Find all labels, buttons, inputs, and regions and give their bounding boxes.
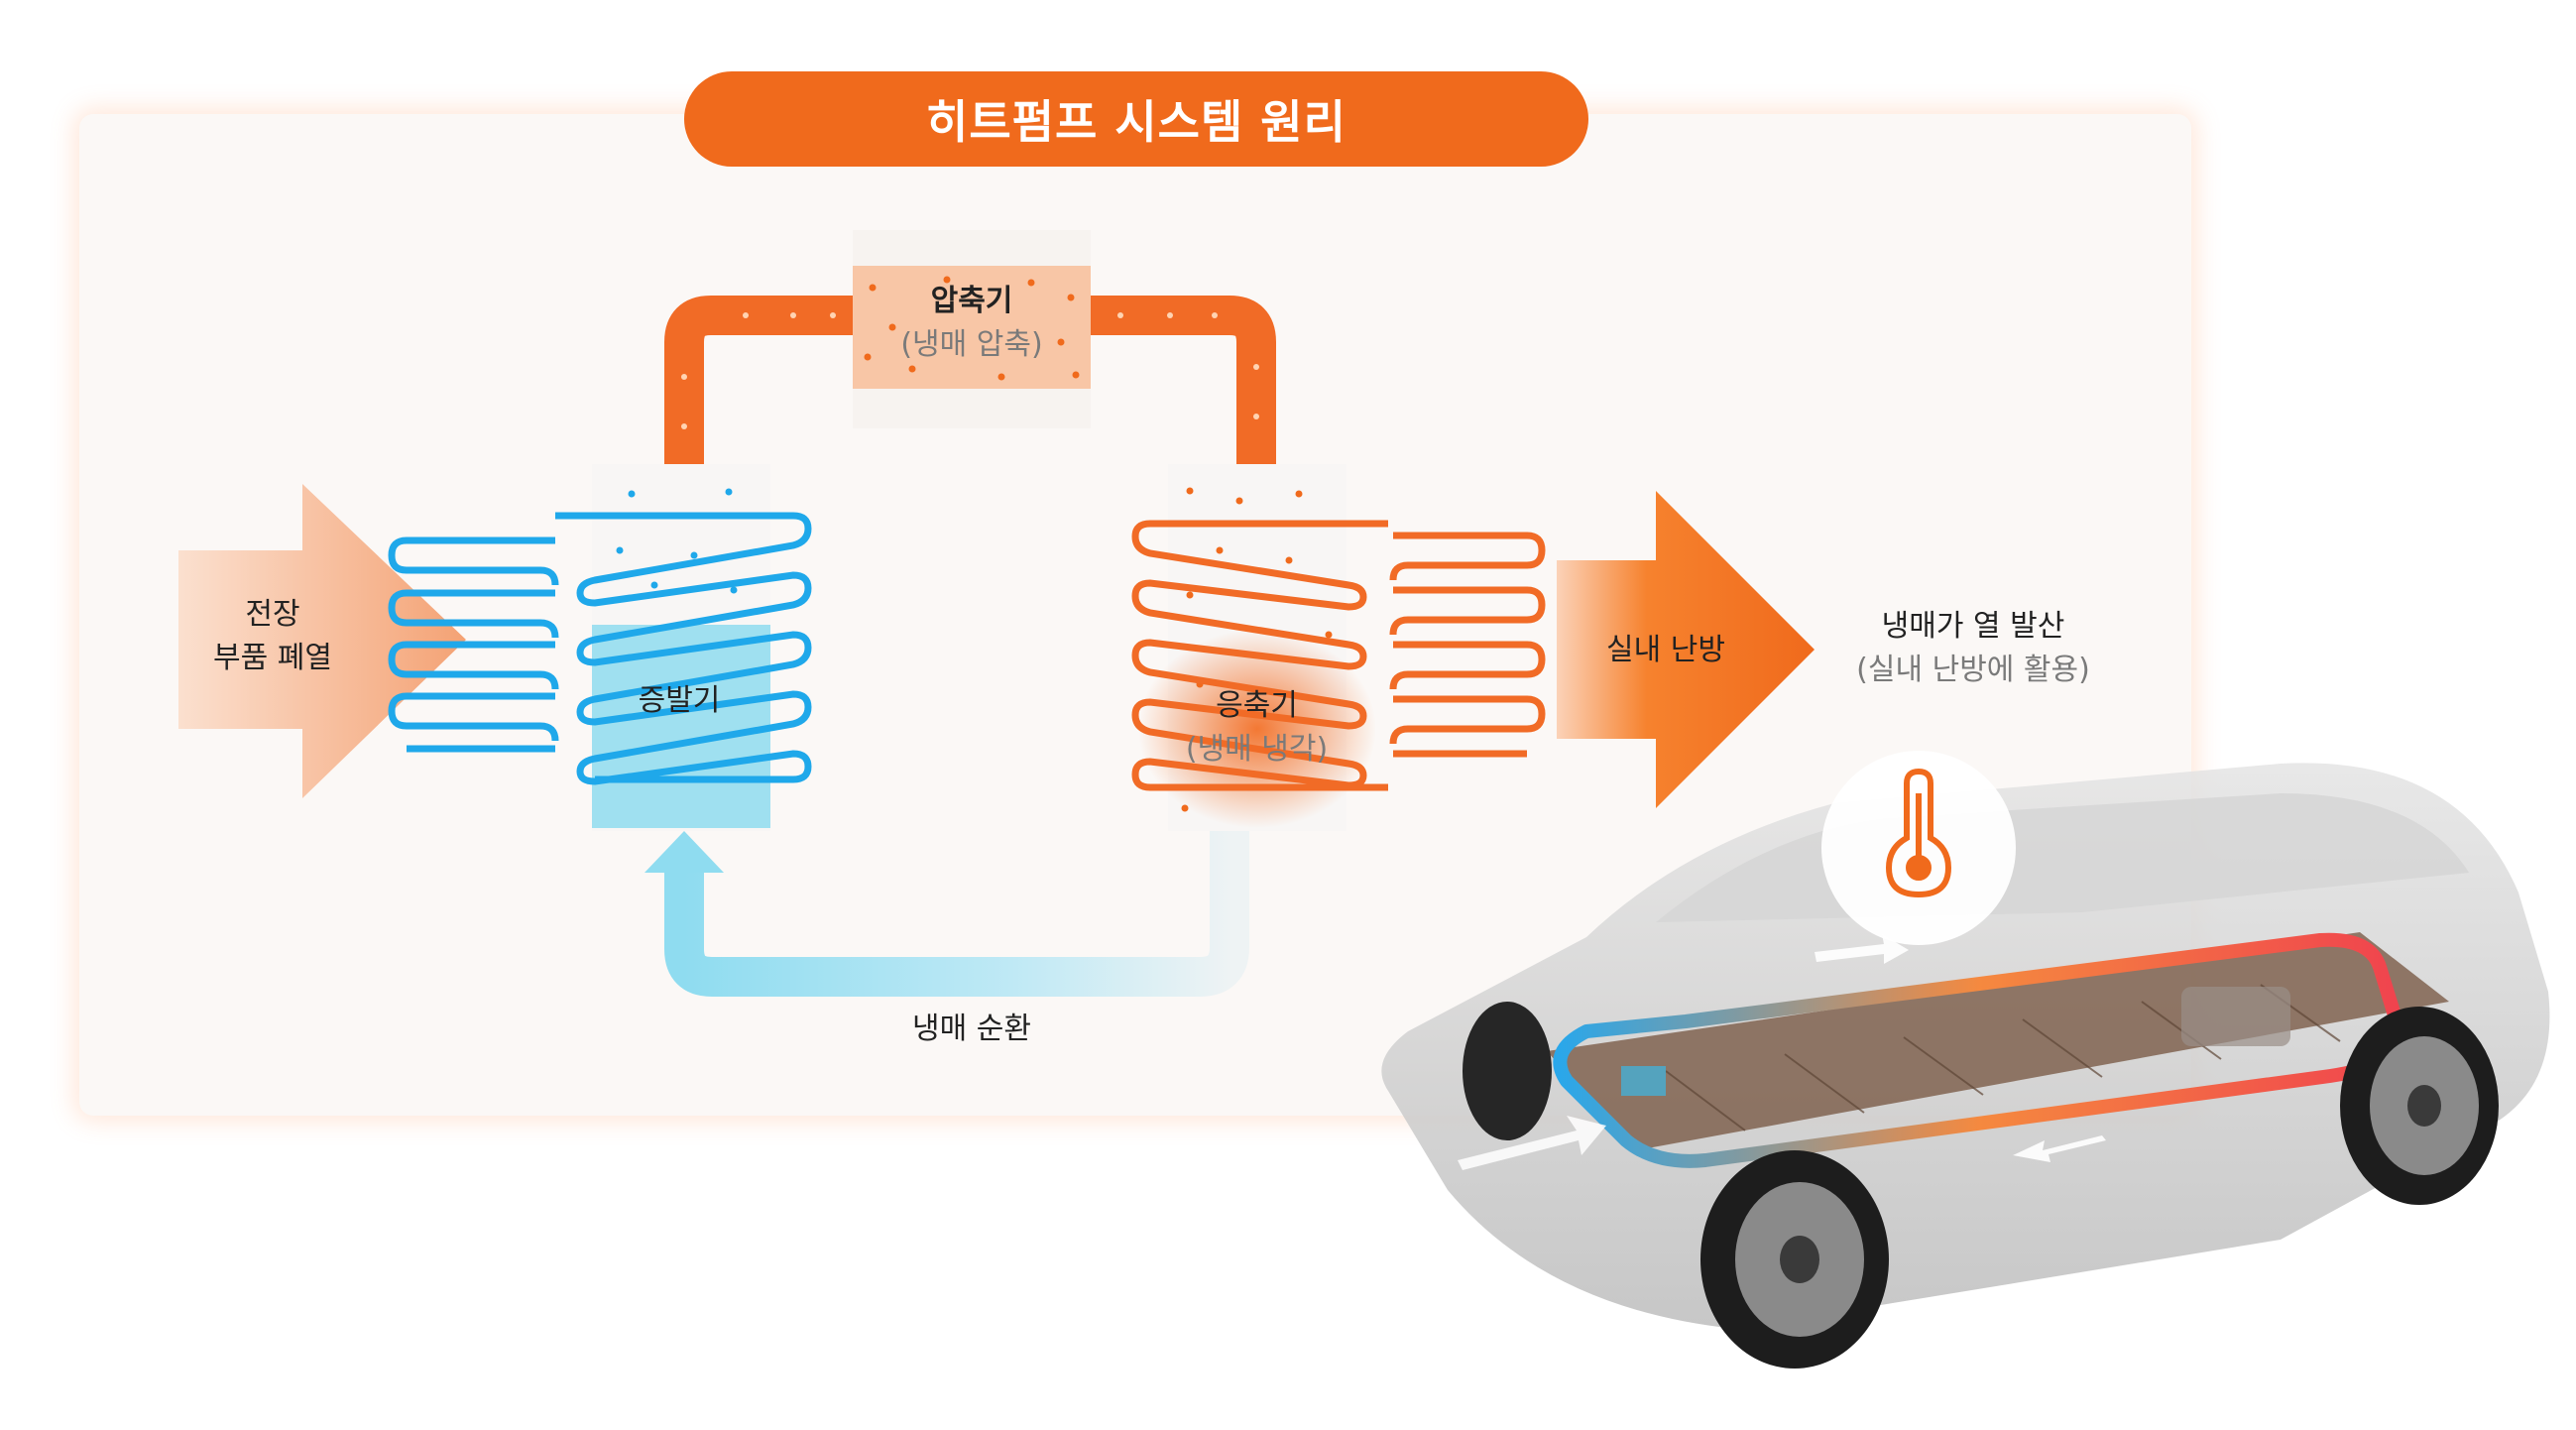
- thermometer-icon: [1885, 768, 1952, 898]
- output-heat-arrow: [1557, 491, 1815, 808]
- condenser-label: 응축기 (냉매 냉각): [1170, 684, 1344, 772]
- input-heat-line1: 전장: [245, 597, 300, 632]
- compressor-name: 압축기: [930, 284, 1013, 318]
- input-heat-arrow: [178, 484, 466, 798]
- heat-release-desc: (실내 난방에 활용): [1856, 653, 2090, 687]
- rear-wheel: [2340, 1007, 2499, 1205]
- pipe-return: [664, 828, 1249, 997]
- left-front-wheel: [1463, 1002, 1552, 1140]
- pipe-dots: [681, 312, 1259, 429]
- condenser-spiral: [1131, 520, 1388, 791]
- compressor-label: 압축기 (냉매 압축): [873, 280, 1071, 367]
- input-heat-line2: 부품 폐열: [213, 641, 332, 675]
- return-arrow-head: [644, 831, 724, 873]
- input-heat-label: 전장 부품 폐열: [188, 593, 357, 680]
- diagram-title: 히트펌프 시스템 원리: [684, 71, 1588, 167]
- circulation-label: 냉매 순환: [912, 1012, 1031, 1046]
- heat-loop: [1553, 932, 2406, 1168]
- evaporator-spiral: [555, 512, 812, 785]
- heat-release-label: 냉매가 열 발산 (실내 난방에 활용): [1815, 605, 2132, 692]
- condenser-desc: (냉매 냉각): [1185, 732, 1329, 767]
- heat-release-title: 냉매가 열 발산: [1881, 609, 2065, 644]
- condenser-output-coils: [1389, 532, 1546, 758]
- pipe-compressor-to-condenser: [1089, 296, 1276, 464]
- output-heat-label: 실내 난방: [1606, 633, 1725, 667]
- compressor-desc: (냉매 압축): [900, 327, 1043, 362]
- front-wheel: [1700, 1150, 1889, 1369]
- evaporator-label: 증발기: [638, 683, 721, 718]
- condenser-name: 응축기: [1216, 688, 1298, 723]
- pipe-evaporator-to-compressor: [664, 296, 858, 464]
- evaporator-input-coils: [388, 536, 559, 753]
- evaporator-fill: [592, 625, 770, 828]
